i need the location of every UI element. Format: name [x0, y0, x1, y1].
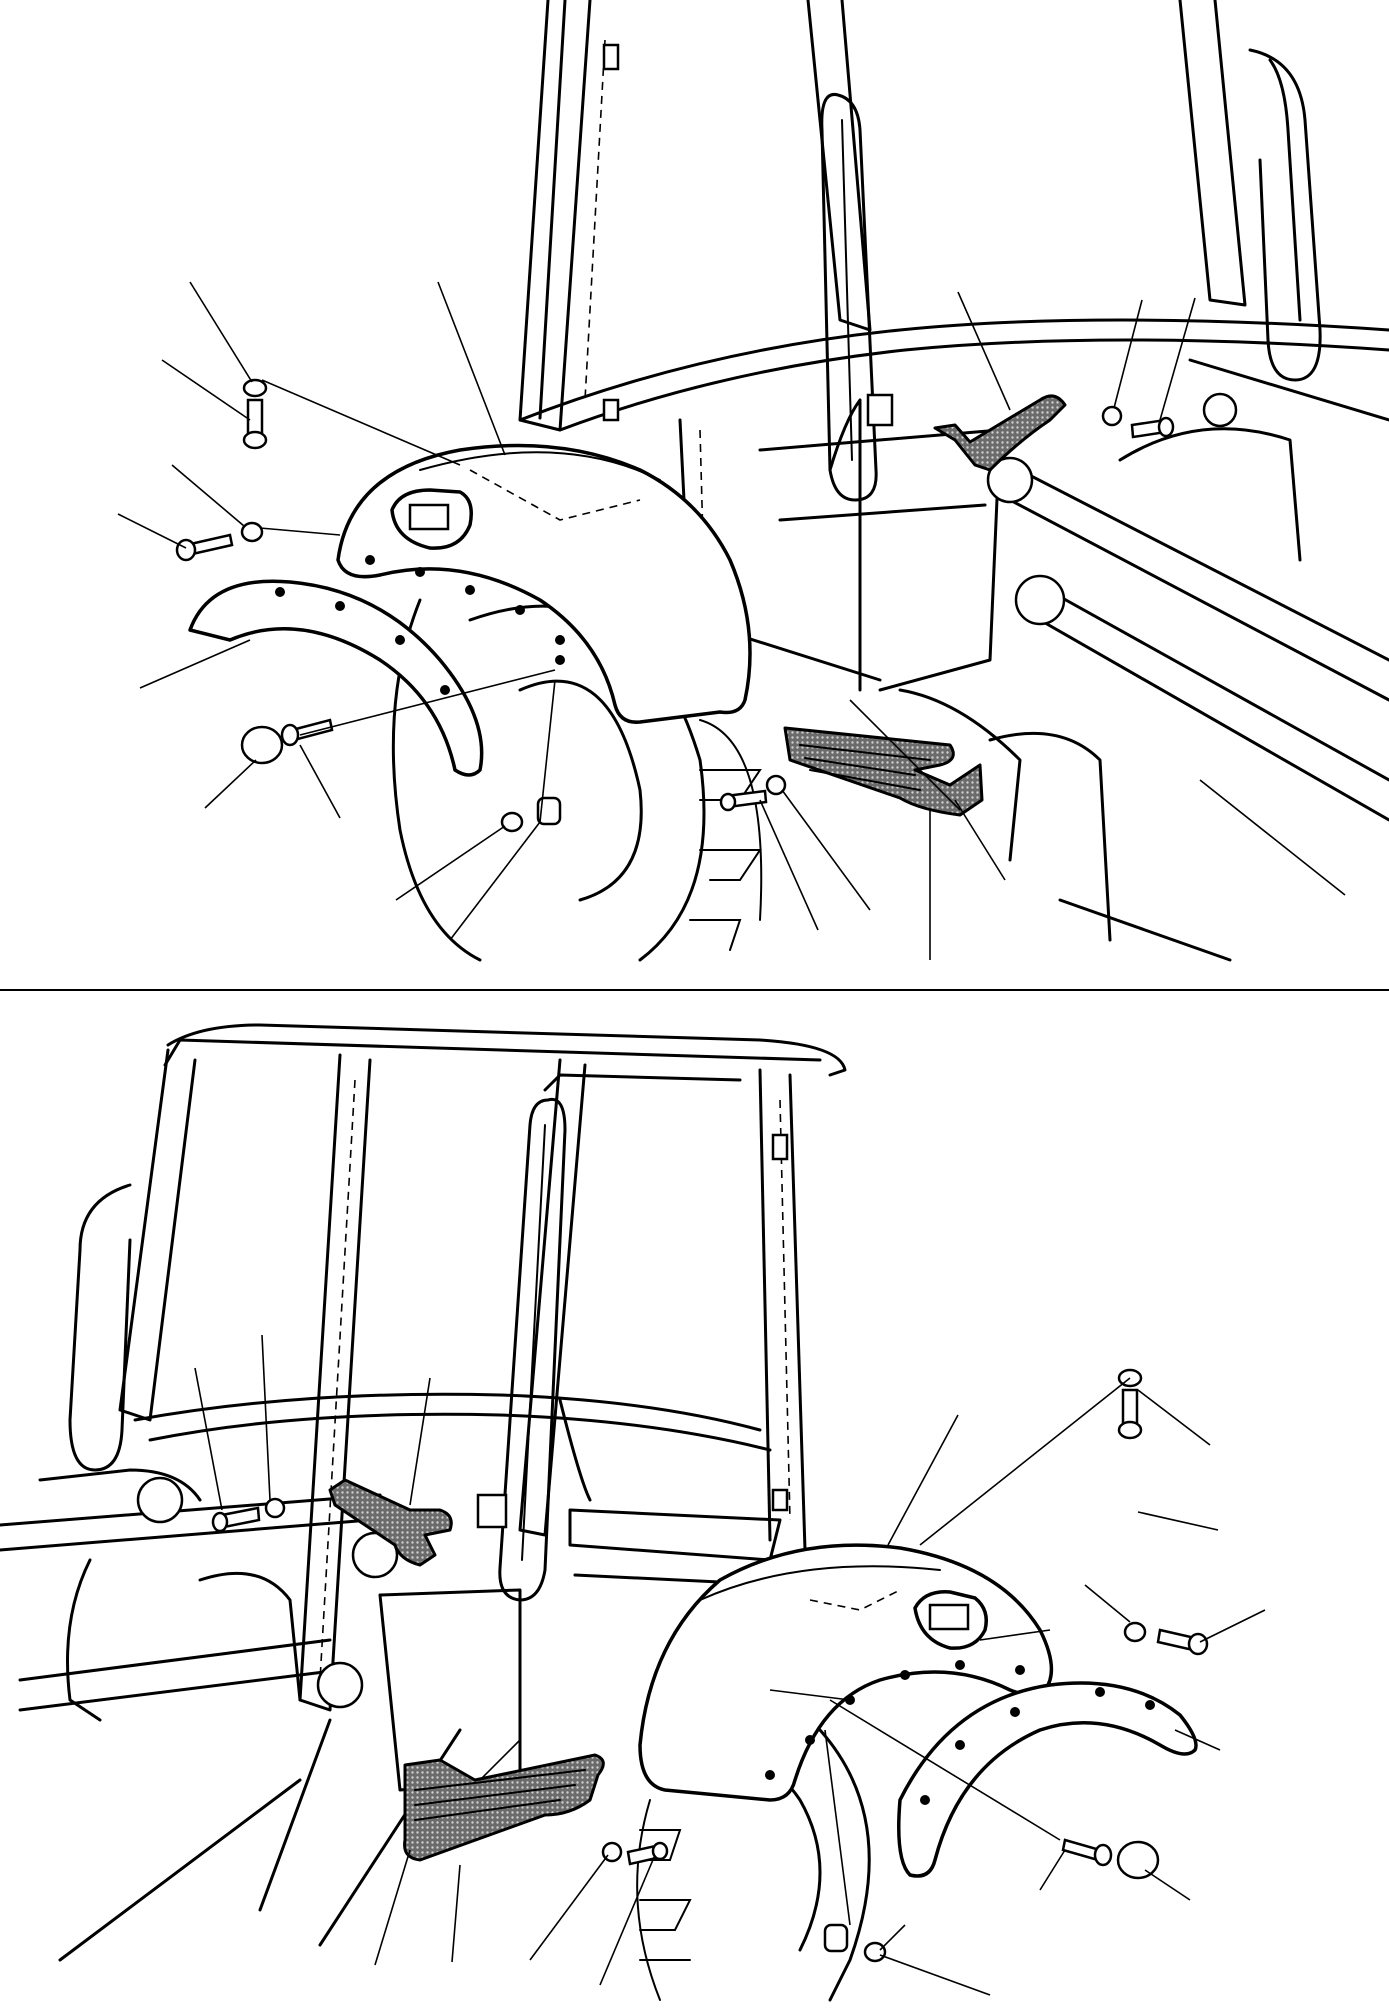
top-leader-lines: [117, 281, 1346, 960]
top-front-fender: [336, 443, 752, 724]
top-washer-2: [240, 521, 264, 543]
bottom-cab-mount-bracket: [328, 1478, 453, 1567]
bottom-handle-clip: [476, 1493, 508, 1529]
bottom-nut: [823, 1923, 849, 1953]
bottom-cap-nut: [1116, 1840, 1160, 1880]
top-arm-pivot-upper: [986, 456, 1034, 504]
bottom-washer-4: [264, 1497, 286, 1519]
top-washer-4: [1101, 405, 1123, 427]
top-cab-pin-lower: [602, 398, 620, 422]
top-cab-mount-bracket: [933, 394, 1067, 472]
bottom-cab-frame: [68, 1023, 847, 1792]
top-washer-1: [242, 378, 268, 398]
top-loader-arms: [898, 358, 1389, 962]
top-cap-nut: [240, 725, 284, 765]
bottom-washer-2: [1123, 1621, 1147, 1643]
top-fender-extension: [188, 579, 484, 777]
top-washer-5: [765, 774, 787, 796]
bottom-fender-lamp-lens: [928, 1603, 970, 1631]
top-fender-lamp-lens: [408, 503, 450, 531]
top-cab-pin-upper: [602, 43, 620, 71]
top-arm-bolt: [1202, 392, 1238, 428]
bottom-leader-lines: [194, 1334, 1266, 1996]
bottom-hardware: [211, 1368, 1209, 1963]
bottom-fender-extension: [897, 1681, 1198, 1878]
bottom-cab-pin-upper: [771, 1133, 789, 1161]
bottom-step-plate: [403, 1753, 605, 1862]
top-handle-clip: [866, 393, 894, 427]
top-hardware: [175, 378, 1175, 833]
bottom-arm-pivot-front: [316, 1661, 364, 1709]
bottom-grab-handle: [476, 1097, 567, 1602]
top-view: [117, 0, 1389, 962]
top-grab-handle: [820, 92, 894, 502]
bottom-view: [0, 1023, 1266, 2002]
bottom-washer-3: [863, 1941, 887, 1963]
top-washer-3: [500, 811, 524, 833]
top-nut: [536, 796, 562, 826]
top-arm-pivot-lower: [1014, 574, 1066, 626]
bottom-cab-pin-lower: [771, 1488, 789, 1512]
top-step-plate: [783, 726, 984, 817]
bottom-arm-pivot-upper: [136, 1476, 184, 1524]
